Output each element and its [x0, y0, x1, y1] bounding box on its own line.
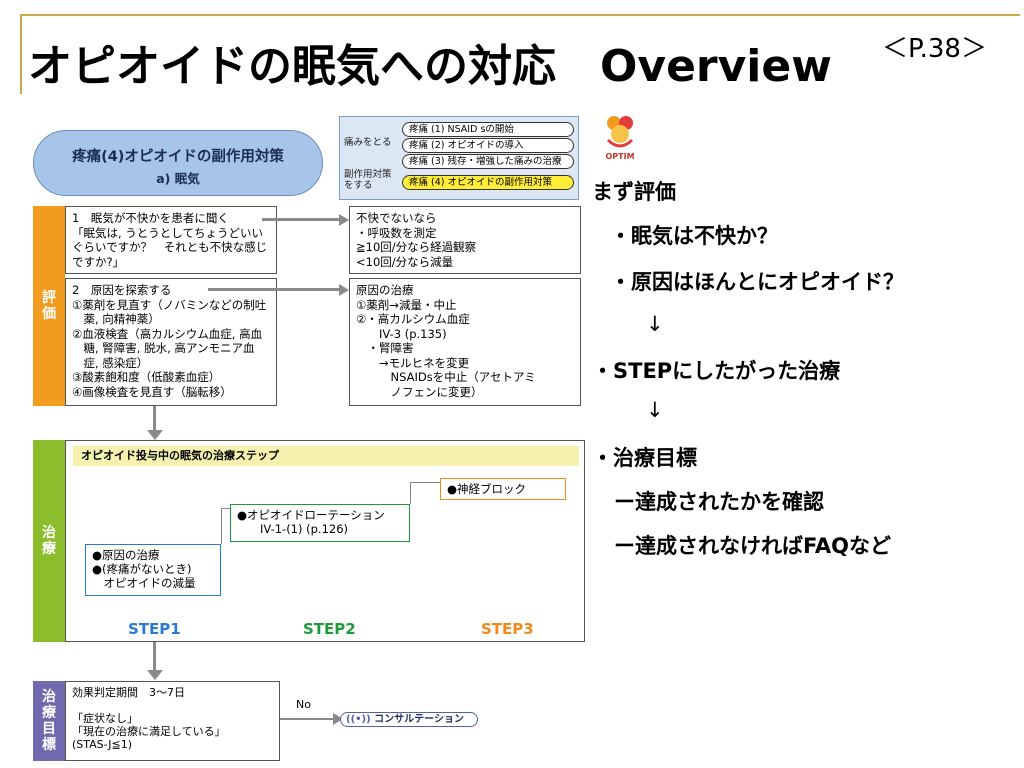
goal-label: 治 療 目 標	[33, 681, 65, 761]
note-arrow-1: ↓	[646, 312, 664, 336]
note-line-3: ・原因はほんとにオピオイド？	[610, 270, 904, 294]
header-line1: 疼痛(4)オピオイドの副作用対策	[72, 149, 284, 165]
note-arrow-2: ↓	[646, 398, 664, 422]
goal-box: 効果判定期間 3〜7日 「症状なし」 「現在の治療に満足している」 (STAS-…	[65, 681, 280, 761]
step2-box: ●オピオイドローテーション IV-1-(1) (p.126)	[230, 504, 410, 542]
title-rule-top	[20, 14, 1020, 16]
optim-logo: OPTIM	[600, 114, 640, 162]
menu-item-pain-3[interactable]: 疼痛 (3) 残存・増強した痛みの治療	[402, 154, 574, 169]
eval-step-2: 2 原因を探索する ①薬剤を見直す（ノバミンなどの制吐 薬, 向精神薬） ②血液…	[65, 278, 277, 406]
header-line2: a) 眠気	[156, 171, 200, 186]
no-label: No	[296, 698, 311, 711]
consult-label: コンサルテーション	[374, 714, 464, 725]
arrow-eval1-head	[339, 213, 349, 226]
treatment-header: オピオイド投与中の眠気の治療ステップ	[73, 446, 579, 466]
menu-item-pain-2[interactable]: 疼痛 (2) オピオイドの導入	[402, 138, 574, 153]
arrow-down-2-head	[146, 670, 163, 680]
step1-label: STEP1	[128, 620, 181, 638]
treat-label: 治 療	[33, 440, 65, 642]
note-line-7: ・治療目標	[592, 446, 697, 470]
arrow-no-head	[333, 713, 343, 725]
menu-item-pain-4[interactable]: 疼痛 (4) オピオイドの副作用対策	[402, 175, 574, 190]
eval-step-1: 1 眠気が不快かを患者に聞く 「眠気は, うとうとしてちょうどいい ぐらいですか…	[65, 206, 277, 274]
slide-title: オピオイドの眠気への対応 Overview	[28, 41, 832, 92]
eval-step-1-result: 不快でないなら ・呼吸数を測定 ≧10回/分なら経過観察 <10回/分なら減量	[349, 206, 581, 274]
optim-logo-text: OPTIM	[605, 152, 635, 161]
note-line-5: ・STEPにしたがった治療	[592, 359, 841, 383]
pain-menu-box: 痛みをとる 副作用対策 をする 疼痛 (1) NSAID sの開始 疼痛 (2)…	[339, 116, 579, 200]
arrow-down-1	[153, 406, 156, 432]
step3-box: ●神経ブロック	[440, 478, 566, 500]
flowchart-header: 疼痛(4)オピオイドの副作用対策 a) 眠気	[33, 130, 323, 196]
arrow-eval2	[208, 288, 340, 291]
title-rule-left	[20, 14, 22, 94]
consult-icon: ((•))	[346, 714, 375, 725]
note-line-8: ー達成されたかを確認	[614, 490, 824, 514]
menu-label-pain: 痛みをとる	[344, 137, 392, 148]
arrow-eval1	[262, 218, 340, 221]
arrow-eval2-head	[339, 283, 349, 296]
note-line-2: ・眠気は不快か？	[610, 224, 778, 248]
arrow-no	[280, 718, 334, 720]
eval-step-2-result: 原因の治療 ①薬剤→減量・中止 ②・高カルシウム血症 IV-3 (p.135) …	[349, 278, 581, 406]
consultation-pill[interactable]: ((•)) コンサルテーション	[340, 712, 478, 727]
step2-label: STEP2	[303, 620, 356, 638]
note-line-1: まず評価	[592, 180, 676, 204]
step1-box: ●原因の治療 ●(疼痛がないとき) オピオイドの減量	[85, 544, 221, 596]
optim-logo-icon	[606, 116, 634, 148]
note-line-9: ー達成されなければFAQなど	[614, 534, 892, 558]
menu-item-pain-1[interactable]: 疼痛 (1) NSAID sの開始	[402, 122, 574, 137]
arrow-down-1-head	[146, 430, 163, 440]
stair-2	[410, 482, 440, 504]
menu-label-side-effect: 副作用対策 をする	[344, 169, 392, 191]
arrow-down-2	[153, 642, 156, 672]
stair-1	[221, 508, 230, 544]
step3-label: STEP3	[481, 620, 534, 638]
eval-label: 評 価	[33, 206, 65, 406]
page-reference: ＜P.38＞	[882, 34, 987, 64]
